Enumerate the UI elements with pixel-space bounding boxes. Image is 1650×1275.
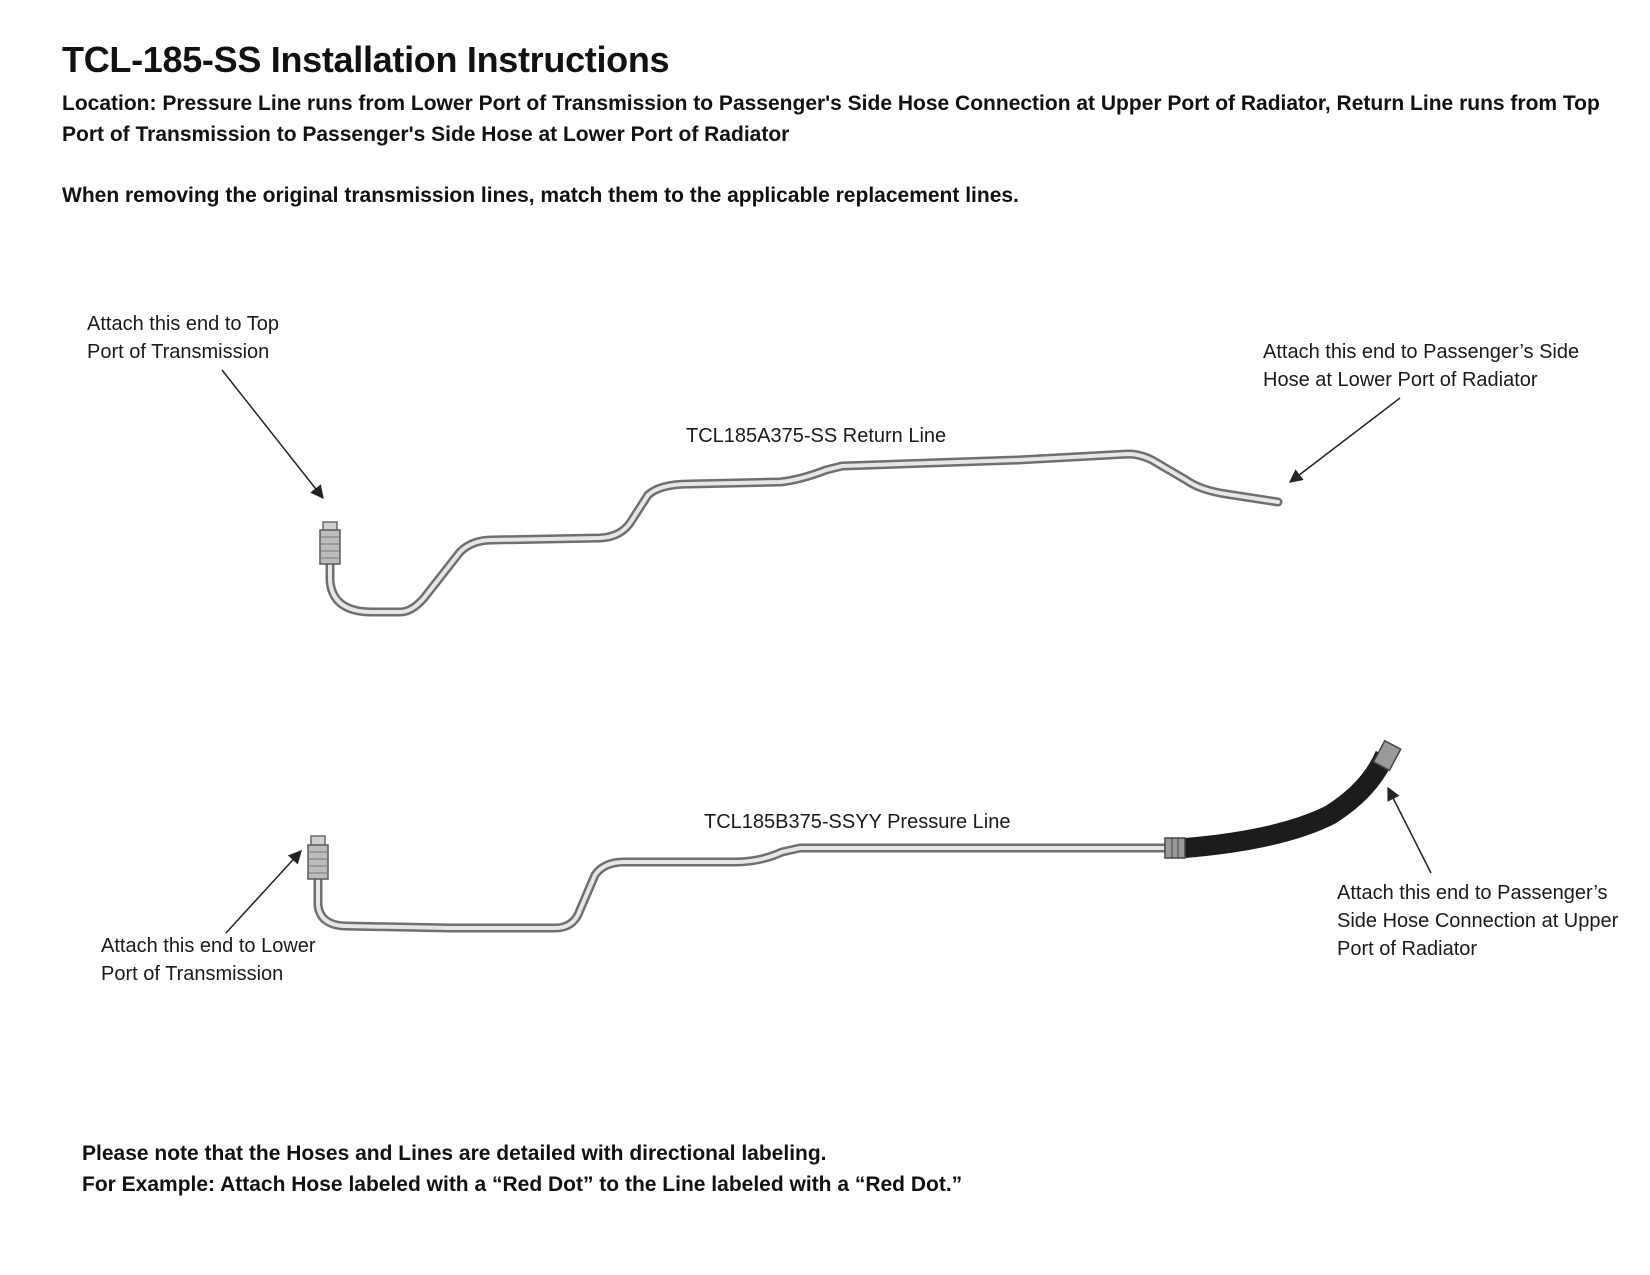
pressure-line-right-callout: Attach this end to Passenger’s Side Hose… — [1337, 879, 1618, 963]
return-line-right-arrow — [1288, 397, 1401, 483]
callout-line: Attach this end to Passenger’s — [1337, 882, 1608, 904]
pressure-line-label: TCL185B375-SSYY Pressure Line — [704, 811, 1011, 833]
return-line-left-arrow — [221, 369, 324, 500]
page-title: TCL-185-SS Installation Instructions — [62, 39, 670, 80]
labeling-note-line: Please note that the Hoses and Lines are… — [82, 1142, 827, 1165]
callout-line: Side Hose Connection at Upper — [1337, 910, 1619, 932]
pressure-line-right-arrow — [1387, 786, 1432, 874]
pressure-line-left-arrow — [225, 850, 302, 934]
return-line-right-callout: Attach this end to Passenger’s Side Hose… — [1263, 338, 1579, 394]
labeling-note: Please note that the Hoses and Lines are… — [82, 1138, 962, 1200]
callout-line: Attach this end to Lower — [101, 935, 316, 957]
location-description: Location: Pressure Line runs from Lower … — [62, 92, 1600, 146]
return-line-label: TCL185A375-SS Return Line — [686, 425, 947, 447]
pressure-line-flare-fitting — [307, 835, 329, 880]
removal-note: When removing the original transmission … — [62, 184, 1019, 207]
callout-line: Attach this end to Passenger’s Side — [1263, 341, 1580, 363]
return-line-left-callout: Attach this end to Top Port of Transmiss… — [87, 310, 279, 366]
callout-line: Port of Transmission — [101, 963, 284, 985]
return-line-flare-fitting — [319, 521, 341, 565]
labeling-note-example: For Example: Attach Hose labeled with a … — [82, 1173, 963, 1196]
callout-line: Attach this end to Top — [87, 313, 279, 335]
callout-line: Port of Transmission — [87, 341, 270, 363]
pressure-line-tube — [313, 843, 1175, 933]
callout-line: Port of Radiator — [1337, 938, 1478, 960]
return-line-tube — [325, 449, 1283, 617]
pressure-line-left-callout: Attach this end to Lower Port of Transmi… — [101, 932, 316, 988]
rubber-hose — [1164, 739, 1402, 859]
callout-line: Hose at Lower Port of Radiator — [1263, 369, 1538, 391]
